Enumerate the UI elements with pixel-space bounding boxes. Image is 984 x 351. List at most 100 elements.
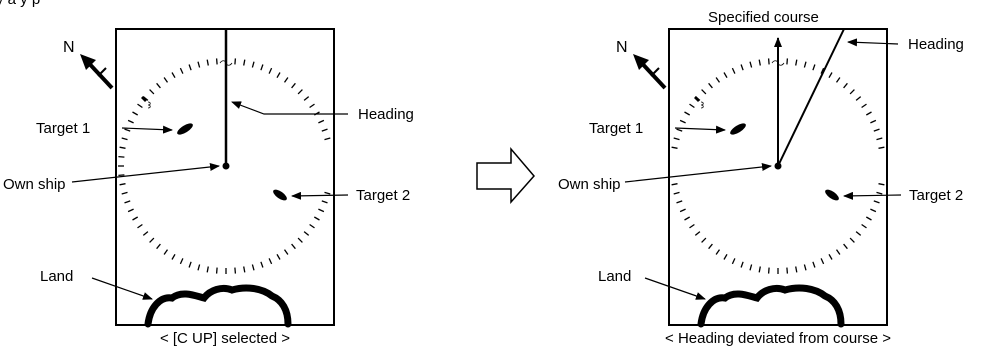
- range-ring-tick: [283, 77, 289, 83]
- range-ring-tick: [671, 146, 678, 149]
- range-ring-tick: [260, 261, 264, 268]
- range-ring-tick: [197, 61, 201, 68]
- range-ring-tick: [121, 191, 128, 195]
- range-ring-tick: [303, 96, 310, 101]
- range-ring-tick: [873, 128, 880, 132]
- right-heading-label: Heading: [908, 36, 964, 53]
- left-radar-panel: [71, 28, 349, 328]
- range-ring-tick: [234, 58, 237, 65]
- range-ring-tick: [206, 59, 209, 66]
- range-ring-tick: [701, 89, 707, 95]
- range-ring-tick: [701, 237, 707, 243]
- range-ring-tick: [876, 137, 883, 141]
- range-ring-tick: [749, 264, 753, 271]
- right-north-label: N: [616, 39, 628, 56]
- range-ring-tick: [268, 67, 273, 74]
- right-heading-arrow: [847, 38, 899, 47]
- range-ring-tick: [676, 128, 683, 132]
- range-ring-tick: [124, 200, 131, 204]
- range-ring-tick: [740, 64, 744, 71]
- right-radar-panel: [624, 28, 902, 328]
- left-target2-arrow: [291, 191, 349, 200]
- left-own-ship-marker: [222, 162, 230, 170]
- range-ring-tick: [708, 82, 713, 89]
- range-ring-tick: [843, 243, 848, 250]
- right-target2-label: Target 2: [909, 187, 964, 204]
- left-land-arrow: [91, 277, 153, 300]
- range-ring-tick: [740, 261, 744, 268]
- right-target2-echo: [825, 189, 839, 201]
- range-ring-tick: [318, 119, 325, 124]
- range-ring-tick: [835, 249, 841, 255]
- left-top-echo-trail: [219, 60, 233, 66]
- left-target2-label: Target 2: [356, 187, 411, 204]
- range-ring-tick: [676, 200, 683, 204]
- range-ring-tick: [715, 249, 721, 255]
- range-ring-tick: [849, 89, 855, 95]
- range-ring-tick: [119, 146, 126, 149]
- range-ring-tick: [873, 200, 880, 204]
- range-ring-tick: [124, 128, 131, 132]
- right-heading-line: [777, 28, 845, 167]
- range-ring-tick: [723, 253, 728, 260]
- range-ring-tick: [708, 243, 713, 250]
- left-target1-arrow: [121, 125, 173, 134]
- range-ring-tick: [865, 111, 872, 116]
- range-ring-tick: [865, 216, 872, 221]
- top-cropped-text: y a y p: [0, 0, 40, 8]
- range-ring-tick: [156, 82, 161, 89]
- range-ring-tick: [171, 253, 176, 260]
- transition-right-arrow-icon: [476, 146, 535, 204]
- range-ring-tick: [820, 258, 825, 265]
- range-ring-tick: [679, 208, 686, 213]
- range-ring-tick: [849, 237, 855, 243]
- range-ring-tick: [694, 231, 701, 236]
- range-ring-tick: [132, 216, 139, 221]
- range-ring-tick: [206, 266, 209, 273]
- range-ring-tick: [118, 174, 125, 177]
- range-ring-tick: [876, 191, 883, 195]
- left-small-echo: [141, 96, 147, 102]
- right-own-ship-marker: [774, 162, 782, 170]
- right-small-echo: [694, 96, 700, 102]
- range-ring-tick: [283, 249, 289, 255]
- range-ring-tick: [673, 191, 680, 195]
- range-ring-tick: [119, 183, 126, 186]
- left-land-mass: [144, 284, 292, 328]
- range-ring-tick: [132, 111, 139, 116]
- range-ring-tick: [878, 183, 885, 186]
- range-ring-tick: [215, 58, 218, 65]
- right-specified-course-label: Specified course: [708, 9, 819, 26]
- left-range-ring-ticks: [118, 58, 331, 274]
- range-ring-tick: [731, 258, 736, 265]
- range-ring-tick: [137, 223, 143, 229]
- range-ring-tick: [673, 137, 680, 141]
- range-ring-tick: [767, 58, 770, 65]
- range-ring-tick: [684, 111, 691, 116]
- range-ring-tick: [197, 264, 201, 271]
- range-ring-tick: [188, 261, 192, 268]
- range-ring-tick: [828, 253, 833, 260]
- range-ring-tick: [795, 266, 798, 273]
- right-range-ring-ticks: [671, 58, 885, 274]
- range-ring-tick: [689, 103, 695, 109]
- range-ring-tick: [243, 59, 246, 66]
- left-echo-trail: [147, 101, 151, 109]
- range-ring-tick: [297, 237, 303, 243]
- range-ring-tick: [179, 258, 184, 265]
- range-ring-tick: [188, 64, 192, 71]
- range-ring-tick: [276, 72, 281, 79]
- range-ring-tick: [163, 77, 169, 83]
- range-ring-tick: [731, 67, 736, 74]
- range-ring-tick: [243, 266, 246, 273]
- range-ring-tick: [689, 223, 695, 229]
- range-ring-tick: [179, 67, 184, 74]
- range-ring-tick: [318, 208, 325, 213]
- range-ring-tick: [321, 128, 328, 132]
- range-ring-tick: [835, 77, 841, 83]
- range-ring-tick: [121, 137, 128, 141]
- range-ring-tick: [861, 223, 867, 229]
- range-ring-tick: [127, 208, 134, 213]
- range-ring-tick: [803, 264, 807, 271]
- range-ring-tick: [149, 237, 155, 243]
